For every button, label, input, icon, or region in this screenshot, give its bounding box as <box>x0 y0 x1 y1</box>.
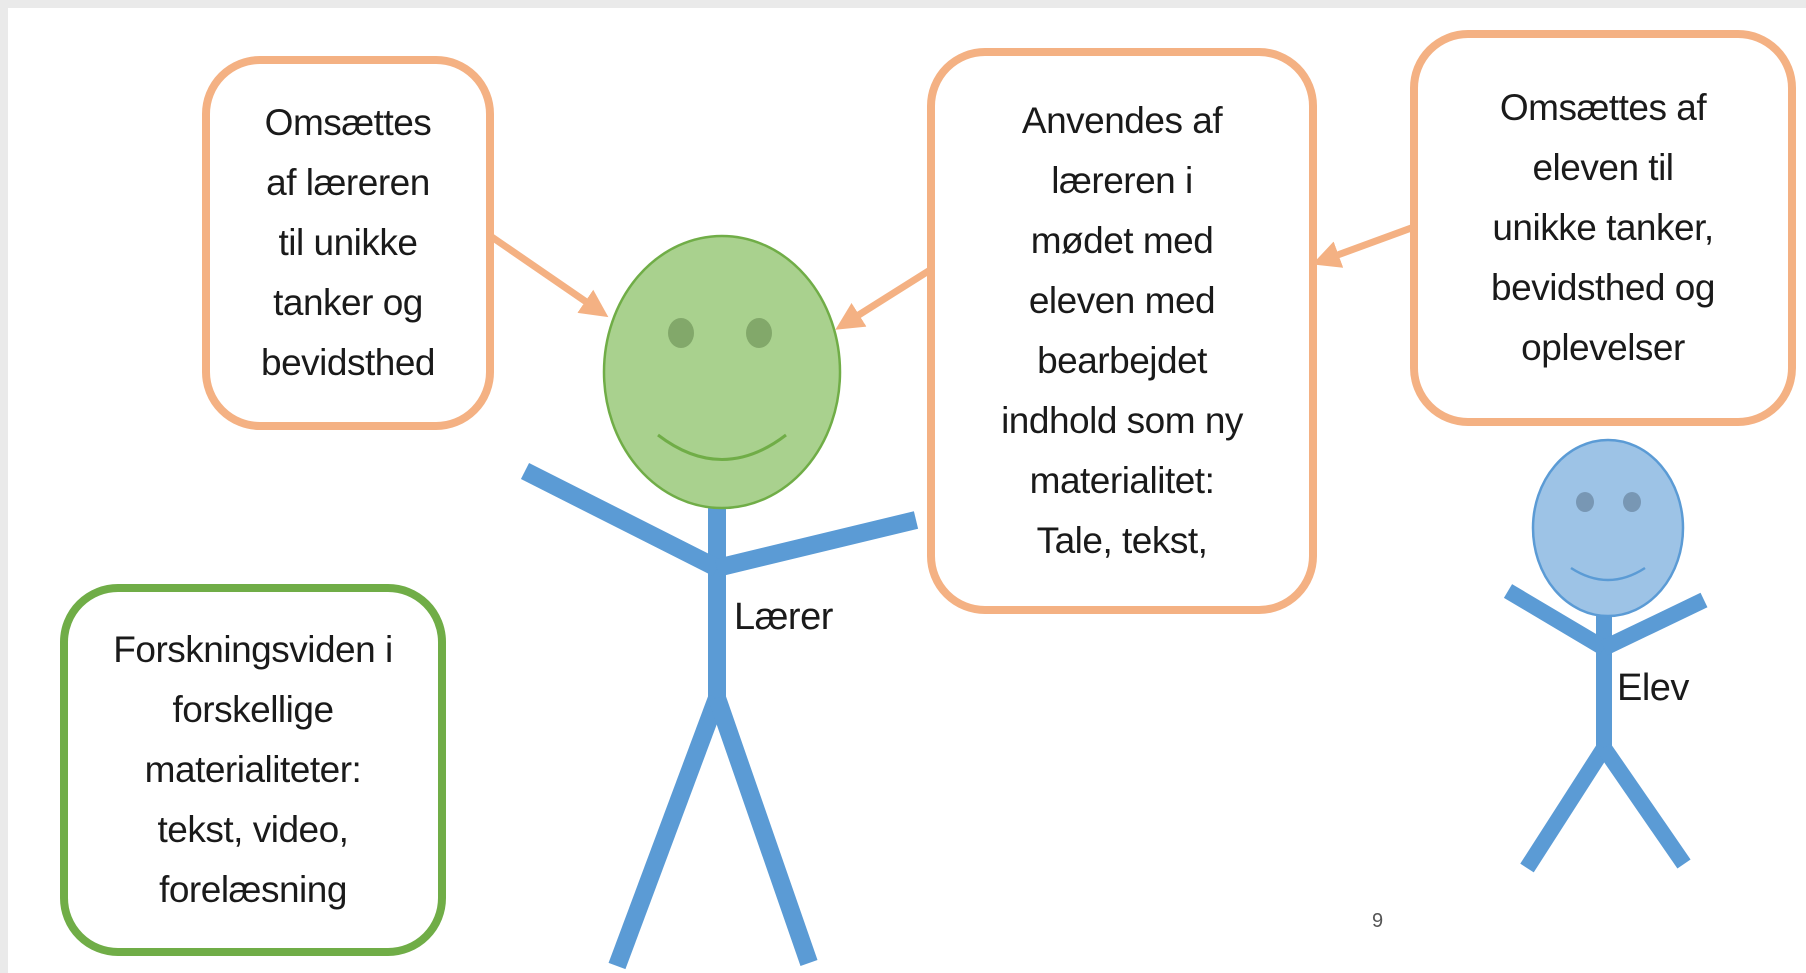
research-knowledge-box: Forskningsviden i forskellige materialit… <box>60 584 446 956</box>
student-body <box>1503 584 1708 873</box>
student-thoughts-text: Omsættes af eleven til unikke tanker, be… <box>1491 87 1715 368</box>
student-figure <box>1503 438 1708 873</box>
slide: Omsættes af læreren til unikke tanker og… <box>8 8 1806 973</box>
teacher-thoughts-text: Omsættes af læreren til unikke tanker og… <box>261 102 435 383</box>
student-thoughts-box: Omsættes af eleven til unikke tanker, be… <box>1410 30 1796 426</box>
page-number: 9 <box>1372 910 1384 932</box>
teacher-thoughts-box: Omsættes af læreren til unikke tanker og… <box>202 56 494 430</box>
teacher-applies-box: Anvendes af læreren i mødet med eleven m… <box>927 48 1317 614</box>
teacher-applies-text: Anvendes af læreren i mødet med eleven m… <box>1001 100 1243 561</box>
diagram-graphics <box>443 201 1708 970</box>
teacher-head <box>602 234 842 510</box>
teacher-body <box>520 462 919 970</box>
research-knowledge-text: Forskningsviden i forskellige materialit… <box>113 629 393 910</box>
student-label: Elev <box>1617 667 1689 709</box>
student-head <box>1531 438 1685 618</box>
teacher-figure <box>520 234 919 970</box>
teacher-label: Lærer <box>734 596 833 638</box>
